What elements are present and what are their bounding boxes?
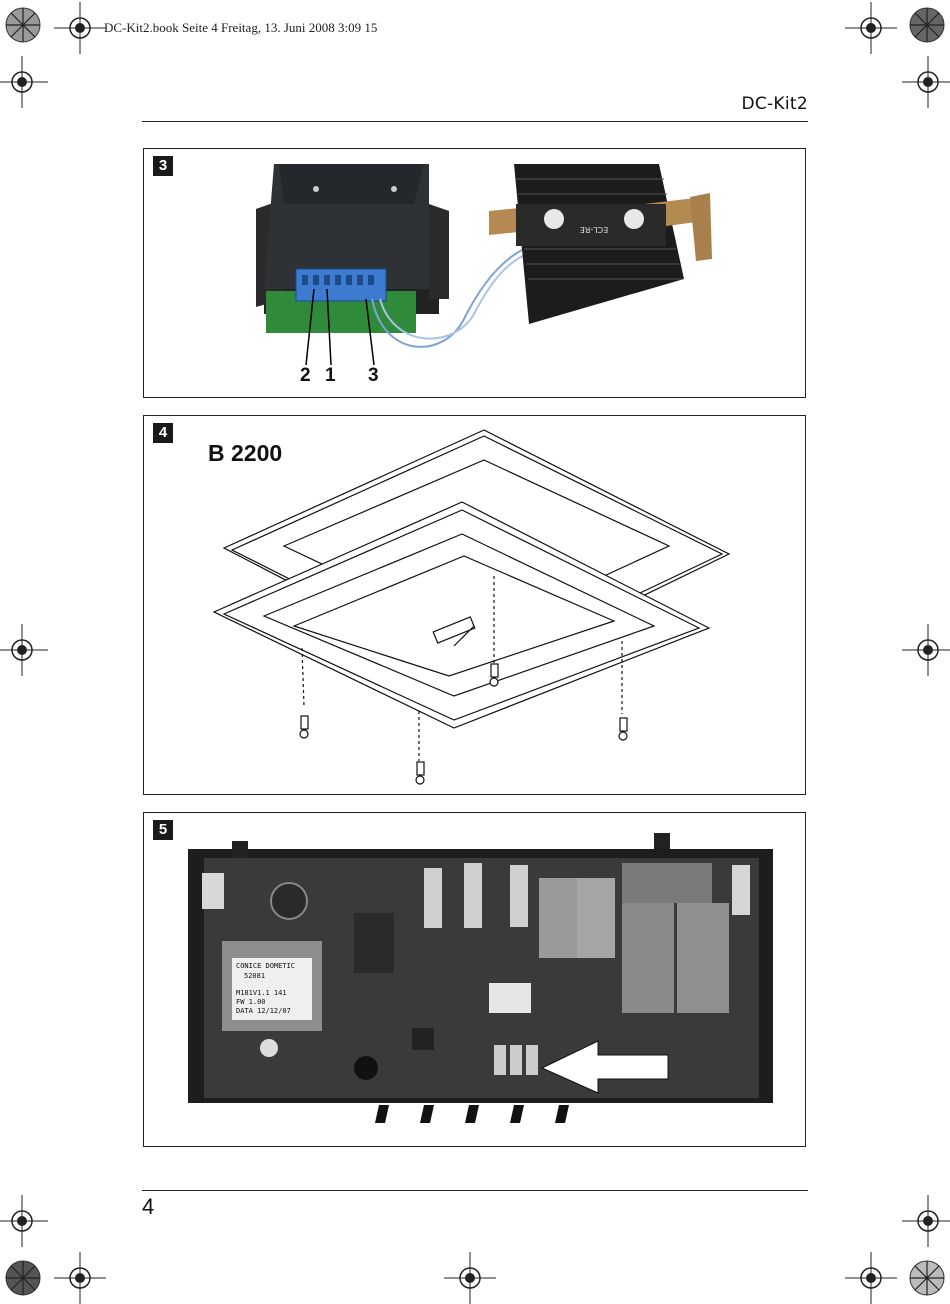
svg-text:M181V1.1 141: M181V1.1 141	[236, 989, 287, 997]
model-label: B 2200	[208, 440, 283, 466]
svg-text:ECL-RE: ECL-RE	[580, 225, 608, 234]
pointer-arrow	[540, 1040, 669, 1094]
print-slug-line: DC-Kit2.book Seite 4 Freitag, 13. Juni 2…	[104, 20, 378, 35]
svg-text:FW 1.00: FW 1.00	[236, 998, 266, 1006]
figure-4-illustration	[212, 429, 731, 785]
registration-mark-right-upper	[902, 56, 950, 108]
ecl-re-module: ECL-RE	[489, 164, 712, 324]
registration-mark-bottom-center	[444, 1252, 496, 1304]
svg-text:CONICE DOMETIC: CONICE DOMETIC	[236, 962, 295, 970]
registration-mark-bottom-right	[845, 1252, 897, 1304]
running-header-title: DC-Kit2	[741, 94, 808, 114]
registration-mark-left-middle	[0, 624, 48, 676]
star-target-bottom-right	[909, 1260, 945, 1296]
star-target-top-right	[909, 7, 945, 43]
star-target-top-left	[5, 7, 41, 43]
figure-3-panel: 3	[143, 148, 806, 398]
registration-mark-right-middle	[902, 624, 950, 676]
controller-box	[256, 164, 449, 333]
page-number: 4	[142, 1194, 155, 1219]
callout-3: 3	[368, 365, 379, 386]
registration-mark-top-right	[845, 2, 897, 54]
mounting-frame	[212, 501, 711, 729]
figure-5-illustration: CONICE DOMETIC 52081 M181V1.1 141 FW 1.0…	[188, 833, 773, 1123]
figure-3-illustration: ECL-RE	[256, 164, 712, 366]
svg-text:52081: 52081	[244, 972, 265, 980]
screws	[299, 663, 628, 785]
figure-4-panel: 4 B 2200	[143, 415, 806, 795]
callout-1: 1	[325, 365, 336, 386]
registration-mark-left-lower	[0, 1195, 48, 1247]
svg-text:DATA 12/12/07: DATA 12/12/07	[236, 1007, 291, 1015]
registration-mark-right-lower	[902, 1195, 950, 1247]
figure-number-badge: 4	[153, 423, 173, 443]
registration-mark-bottom-left	[54, 1252, 106, 1304]
figure-5-panel: 5 CONICE DOMETIC 52081 M181V1.1 141 FW 1…	[143, 812, 806, 1147]
registration-mark-left-upper	[0, 56, 48, 108]
star-target-bottom-left	[5, 1260, 41, 1296]
registration-mark-top-left	[54, 2, 106, 54]
callout-2: 2	[300, 365, 311, 386]
header-rule	[142, 121, 808, 122]
figure-number-badge: 3	[153, 156, 173, 176]
footer-rule	[142, 1190, 808, 1191]
figure-number-badge: 5	[153, 820, 173, 840]
